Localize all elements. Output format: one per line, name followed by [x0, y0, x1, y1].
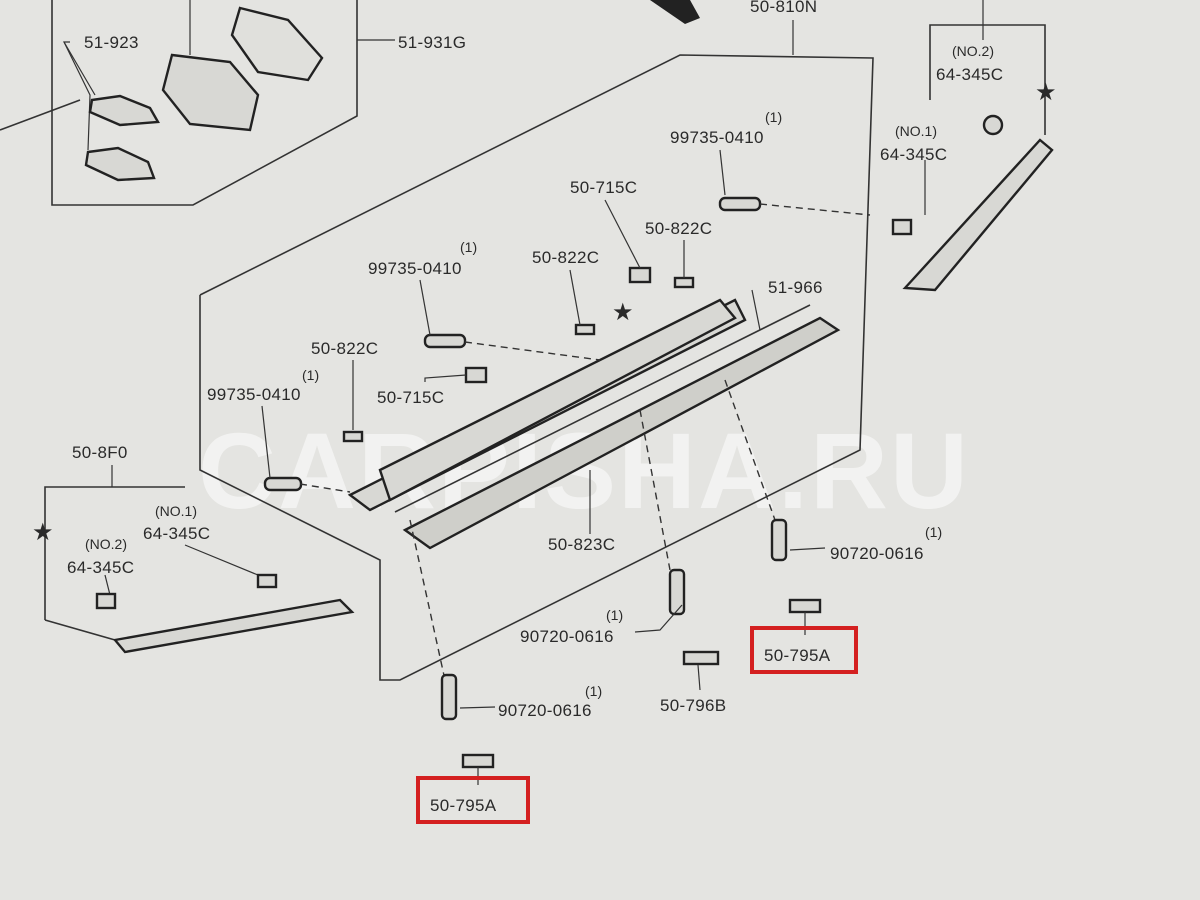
trim-piece: [84, 146, 156, 182]
qty-label: (1): [585, 683, 602, 699]
star-symbol: ★: [1035, 79, 1057, 106]
star-symbol: ★: [612, 299, 634, 326]
label-90720-0616: 90720-0616: [520, 627, 614, 646]
bolt-icon: [668, 568, 686, 616]
highlight-box: [416, 776, 530, 824]
label-51-966: 51-966: [768, 278, 823, 297]
label-no1: (NO.1): [895, 123, 937, 139]
qty-label: (1): [460, 239, 477, 255]
assembly-50-810n: 50-810N 99735-0410 (1): [0, 0, 874, 681]
label-50-715c: 50-715C: [570, 178, 637, 197]
watermark: CARPISHA.RU: [198, 410, 970, 531]
label-50-822c: 50-822C: [645, 219, 712, 238]
label-no1: (NO.1): [155, 503, 197, 519]
label-64-345c: 64-345C: [936, 65, 1003, 84]
label-50-822c: 50-822C: [311, 339, 378, 358]
clip-icon: [342, 430, 364, 443]
label-50-795a: 50-795A: [430, 796, 497, 815]
group-top-right: (NO.2) 64-345C (NO.1) 64-345C ★: [880, 0, 1057, 292]
label-50-715c: 50-715C: [377, 388, 444, 407]
label-90720-0616: 90720-0616: [830, 544, 924, 563]
label-50-822c: 50-822C: [532, 248, 599, 267]
label-64-345c: 64-345C: [880, 145, 947, 164]
label-99735-0410: 99735-0410: [670, 128, 764, 147]
group-50-8f0: 50-8F0 (NO.1) 64-345C (NO.2) 64-345C ★: [32, 443, 355, 654]
qty-label: (1): [302, 367, 319, 383]
clip-icon: [891, 218, 913, 236]
clip-icon: [95, 592, 117, 610]
label-50-823c: 50-823C: [548, 535, 615, 554]
wire-strip: [650, 0, 700, 24]
group-51-931g: 51-923 51-931G: [51, 0, 466, 206]
clip-icon: [256, 573, 278, 589]
highlight-box: [750, 626, 858, 674]
qty-label: (1): [925, 524, 942, 540]
label-no2: (NO.2): [952, 43, 994, 59]
clip-icon: [461, 753, 495, 769]
qty-label: (1): [765, 109, 782, 125]
label-64-345c: 64-345C: [67, 558, 134, 577]
light-housing: [161, 53, 260, 132]
screw-icon: [718, 196, 762, 212]
clip-icon: [574, 323, 596, 336]
garnish-right: [902, 138, 1054, 292]
lower-fasteners: 90720-0616 (1) 90720-0616 (1) 90720-0616…: [416, 518, 942, 824]
qty-label: (1): [606, 607, 623, 623]
label-51-923: 51-923: [84, 33, 139, 52]
trim-piece: [88, 94, 160, 127]
screw-icon: [263, 476, 303, 492]
label-99735-0410: 99735-0410: [368, 259, 462, 278]
clip-icon: [982, 114, 1004, 136]
label-50-796b: 50-796B: [660, 696, 726, 715]
clip-icon: [673, 276, 695, 289]
bolt-icon: [440, 673, 458, 721]
clip-icon: [682, 650, 720, 666]
lens: [230, 6, 324, 82]
bolt-icon: [770, 518, 788, 562]
garnish-left: [112, 598, 355, 654]
clip-icon: [464, 366, 488, 384]
label-no2: (NO.2): [85, 536, 127, 552]
label-99735-0410: 99735-0410: [207, 385, 301, 404]
star-symbol: ★: [32, 519, 54, 546]
clip-icon: [628, 266, 652, 284]
label-51-931g: 51-931G: [398, 33, 466, 52]
label-50-810n: 50-810N: [750, 0, 817, 16]
label-90720-0616: 90720-0616: [498, 701, 592, 720]
label-64-345c: 64-345C: [143, 524, 210, 543]
label-50-795a: 50-795A: [764, 646, 831, 665]
clip-icon: [788, 598, 822, 614]
label-50-8f0: 50-8F0: [72, 443, 128, 462]
screw-icon: [423, 333, 467, 349]
